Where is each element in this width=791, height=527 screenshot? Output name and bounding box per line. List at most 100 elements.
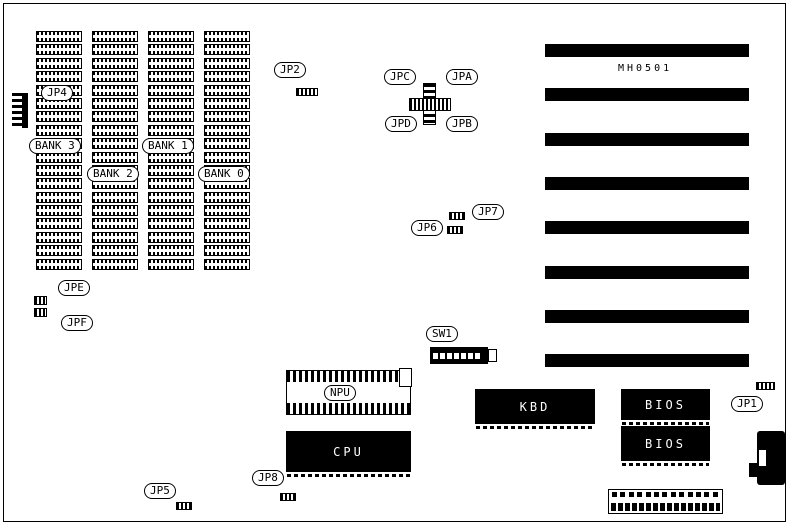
bottom-connector-pins — [609, 490, 722, 499]
memory-column — [204, 31, 250, 270]
memory-chip — [92, 205, 138, 217]
memory-chip — [204, 124, 250, 136]
memory-chip — [204, 44, 250, 56]
jp5-jumper — [176, 502, 192, 510]
memory-chip — [148, 84, 194, 96]
sw1-end-cap — [488, 349, 497, 362]
connector-pin — [612, 492, 617, 497]
memory-chip — [36, 124, 82, 136]
sw1-position — [447, 352, 452, 359]
jp1-label: JP1 — [731, 396, 763, 412]
jpa-label: JPA — [446, 69, 478, 85]
memory-chip — [92, 245, 138, 257]
expansion-slot — [545, 221, 749, 235]
sw1-position — [468, 352, 473, 359]
expansion-slot — [545, 354, 749, 368]
memory-chip — [204, 31, 250, 42]
bios-chip-bottom: BIOS — [621, 426, 710, 466]
connector-pin — [679, 492, 685, 497]
connector-pin — [645, 492, 651, 497]
sw1-switch-body — [430, 347, 488, 364]
connector-pin — [637, 492, 643, 497]
memory-chip — [36, 218, 82, 230]
bank2-label: BANK 2 — [87, 166, 139, 182]
jp5-label: JP5 — [144, 483, 176, 499]
connector-pin — [695, 492, 701, 497]
npu-label: NPU — [324, 385, 356, 401]
memory-chip — [92, 191, 138, 203]
cpu-chip: CPU — [286, 431, 411, 477]
bank0-label: BANK 0 — [198, 166, 250, 182]
memory-chip — [36, 164, 82, 176]
memory-chip — [204, 151, 250, 163]
memory-chip — [36, 205, 82, 217]
connector-pin — [712, 492, 718, 497]
memory-chip — [92, 71, 138, 83]
memory-chip — [204, 71, 250, 83]
board-id-label: MH0501 — [618, 63, 673, 74]
jpb-label: JPB — [446, 116, 478, 132]
sw1-position — [461, 352, 466, 359]
memory-chip — [148, 71, 194, 83]
expansion-slot — [545, 44, 749, 57]
memory-chip — [148, 111, 194, 123]
memory-chip — [204, 111, 250, 123]
memory-column — [148, 31, 194, 270]
memory-chip — [92, 31, 138, 42]
expansion-slot — [545, 176, 749, 190]
memory-chip — [204, 218, 250, 230]
connector-pin — [653, 492, 659, 497]
jpabcd-jumper-horizontal — [409, 98, 451, 111]
memory-chip — [148, 191, 194, 203]
memory-chip — [204, 84, 250, 96]
memory-chip — [92, 231, 138, 243]
bank3-label: BANK 3 — [29, 138, 81, 154]
sw1-position — [440, 352, 445, 359]
memory-chip — [92, 97, 138, 109]
sw1-position — [433, 352, 438, 359]
jp2-jumper — [296, 88, 318, 96]
board-outline — [3, 3, 786, 522]
jp4-label: JP4 — [41, 85, 73, 101]
jpf-jumper — [34, 308, 47, 317]
din-connector-slot — [759, 450, 766, 466]
jpe-jumper — [34, 296, 47, 305]
jp7-jumper — [449, 212, 465, 220]
connector-pin — [687, 492, 693, 497]
jp1-jumper — [756, 382, 775, 390]
jp2-label: JP2 — [274, 62, 306, 78]
memory-chip — [92, 218, 138, 230]
memory-chip — [92, 258, 138, 270]
npu-socket — [399, 368, 412, 387]
memory-chip — [204, 258, 250, 270]
memory-chip — [148, 218, 194, 230]
memory-chip — [36, 31, 82, 42]
memory-chip — [36, 57, 82, 69]
bios-chip-top: BIOS — [621, 389, 710, 425]
memory-chip — [148, 57, 194, 69]
memory-chip — [148, 124, 194, 136]
memory-column — [92, 31, 138, 270]
bottom-connector-bar — [611, 503, 720, 511]
memory-chip — [36, 245, 82, 257]
memory-column — [36, 31, 82, 270]
memory-chip — [148, 178, 194, 190]
memory-chip — [92, 124, 138, 136]
connector-pin — [628, 492, 634, 497]
memory-chip — [204, 191, 250, 203]
memory-chip — [36, 258, 82, 270]
bank1-label: BANK 1 — [142, 138, 194, 154]
memory-chip — [204, 245, 250, 257]
sw1-label: SW1 — [426, 326, 458, 342]
memory-chip — [204, 97, 250, 109]
jpf-label: JPF — [61, 315, 93, 331]
memory-chip — [92, 151, 138, 163]
jpc-label: JPC — [384, 69, 416, 85]
connector-pin — [662, 492, 668, 497]
memory-chip — [148, 31, 194, 42]
jp4-connector — [12, 93, 28, 128]
memory-chip — [148, 44, 194, 56]
expansion-slot — [545, 88, 749, 102]
memory-chip — [204, 231, 250, 243]
memory-chip — [204, 205, 250, 217]
